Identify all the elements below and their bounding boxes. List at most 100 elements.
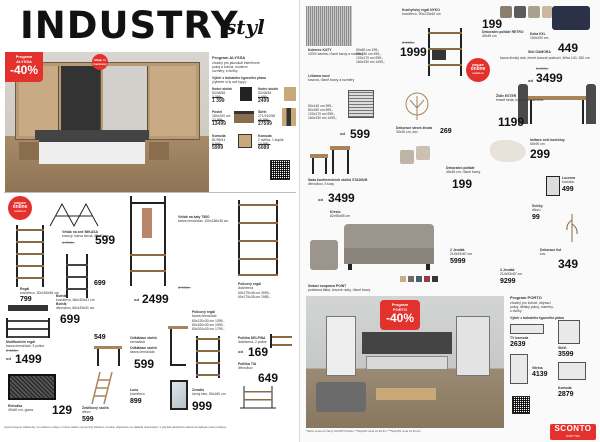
porto-sk-name: Skříň [558, 346, 567, 350]
deka-image [552, 6, 590, 30]
kuchynsky-price: 1999 [400, 45, 427, 59]
porto-tv-price: 2639 [510, 341, 526, 348]
zebrik-image [90, 372, 114, 404]
delfina-prefix: od [238, 349, 243, 354]
stolky-set-prefix: od [340, 131, 345, 136]
dekor-polstar-desc: 45x45 cm [482, 34, 497, 38]
postel-old: 22 999,- [212, 118, 225, 122]
skrin-image [282, 108, 296, 126]
imitace-kuze-desc: 60x90 cm [530, 142, 545, 146]
porto-tag-discount: -40% [385, 311, 414, 325]
postel-dims: 180x200 cm [212, 114, 231, 118]
porto-tag-line2: PORTO [392, 307, 408, 312]
skrin-old: 45 999,- [258, 118, 271, 122]
vesak-stojan-prefix: od [134, 297, 139, 302]
lezak-desc: kovová, různé barvy a rozměry [308, 78, 355, 82]
porto-qr-code[interactable] [512, 396, 530, 414]
policovy2-name: Policový regál [192, 310, 215, 314]
porto-text-1: vhodný pro ložnici, obývací [510, 301, 551, 305]
skrin-name: Skříň [258, 110, 267, 114]
alyssa-qr-code[interactable] [270, 160, 290, 180]
imitace-kuze-name: Imitace ovčí kožešiny [530, 138, 565, 142]
porto-tag: Program PORTO -40% [380, 300, 420, 330]
alyssa-item1-title: Výběr z bohatého typového plánu [212, 76, 267, 80]
dekor-list-name: Dekorace list [540, 248, 562, 252]
polstar-images [500, 6, 552, 20]
noc1-name: Noční stolek [212, 87, 233, 91]
kresla-price: 3499 [328, 191, 355, 205]
jidelni-stul-old: 5 999,- [536, 66, 549, 71]
dekor-polstar-price: 199 [482, 17, 503, 31]
lezak-image [348, 90, 374, 118]
lucerna-desc: kov/sklo [562, 180, 575, 184]
odkladaci-desc: černá/dub [130, 340, 146, 344]
kresla-prefix: od [318, 197, 323, 202]
vesak-stojan-desc: barva černá/dub, 100x186x35 cm [178, 219, 229, 223]
tia-desc: dřevo/kov [238, 366, 253, 370]
zidle-price: 1199 [498, 115, 525, 129]
lucerna-price: 499 [562, 186, 574, 193]
luna-price: 899 [130, 398, 142, 405]
policovy-right-line1: 60x175x36 cm 4999,- [238, 291, 271, 295]
stolky-set-image [310, 146, 360, 174]
vesak-desc: kovový, barva černá, 60x62 cm [62, 234, 109, 238]
strom-image [404, 92, 430, 122]
multifunk-image [6, 318, 50, 338]
botnik-desc: kov/dřevo, 66x183x31 cm [56, 298, 95, 302]
vesak-stojan-name: Věšák na šaty TIBO [178, 215, 210, 219]
alyssa-tag-line1: Program [15, 54, 33, 59]
vesak-stojan-old: 3 999,- [178, 285, 191, 290]
porto-item-title: Výběr z bohatého typového plánu [510, 316, 565, 320]
noc1-image [240, 87, 252, 101]
alyssa-tag-line2: ALYSSA [16, 59, 32, 64]
kuchynsky-image [428, 28, 462, 76]
imitace-kuze-price: 299 [530, 147, 551, 161]
odkladaci-price: 549 [94, 334, 106, 341]
color-swatches[interactable] [400, 276, 440, 282]
deka-price: 449 [558, 41, 579, 55]
jidelni-stul-name: Stůl GAMORA [528, 50, 551, 54]
divider-left [4, 192, 296, 193]
lezak-line3: 120x170 cm 999,- [308, 112, 336, 116]
koberec-image [306, 6, 352, 46]
odkladaci-name: Odkládací stolek [130, 336, 157, 340]
policovy-right-name: Policový regál [238, 282, 261, 286]
sconto-logo[interactable]: SCONTO NÁBYTEK [550, 424, 596, 440]
policovy2-desc: barva černá/dub [192, 314, 217, 318]
dekor-polstar2-name: Dekorační polštář [446, 166, 475, 170]
zidle-desc: tmavě šedá, kovová konstrukce [496, 98, 544, 102]
botnik2-image [66, 254, 88, 298]
postel-image [234, 111, 254, 123]
lezak-name: Lékárna nové [308, 74, 330, 78]
botnik2-name: Botník [56, 302, 67, 306]
dekor-list-image [564, 212, 580, 242]
regal-desc: kov/dřevo, 30x165x36 cm [20, 291, 59, 295]
noc2-dims: 52/48/36 [258, 91, 272, 95]
right-footer: *Akční cena pro členy SCONTO Klubu. **Ne… [306, 430, 506, 440]
vesak-stojan-image [128, 196, 168, 286]
souprava-name: Sedací souprava POINT [308, 284, 347, 288]
multifunk-old: 2 599,- [6, 348, 19, 353]
svicky-price: 99 [532, 214, 540, 221]
komoda1-image [238, 134, 252, 148]
stolky-set-name: Sada konferenčních stolků STADIUM [308, 178, 368, 182]
pouze-online-badge-2: pouze online sconto.cz [466, 58, 490, 82]
delfina-price: 169 [248, 345, 269, 359]
sconto-logo-text: SCONTO [554, 424, 592, 433]
policovy-right-desc: dub/černá [238, 286, 254, 290]
lezak-line2: 80x150 cm 599,- [308, 108, 334, 112]
botnik2-price: 699 [60, 312, 81, 326]
noc1-dims: 52/48/36 [212, 91, 226, 95]
rohozka-price: 129 [52, 403, 73, 417]
odkladaci2-image [168, 326, 188, 366]
alyssa-text-2: pokoj a ložnici, moderní [212, 65, 248, 69]
lucerna-image [546, 176, 560, 196]
lezak-line4: 160x230 cm 1499,- [308, 116, 338, 120]
rohozka-image [8, 374, 56, 400]
koberec-name: Koberec KATY [308, 48, 332, 52]
multifunk-prefix: od [6, 356, 11, 361]
made-in-germany-badge: Made in Germany [92, 54, 108, 70]
multifunk-desc: barva černá/dub, 3 police [6, 344, 45, 348]
vesak-price: 599 [95, 233, 116, 247]
kuchynsky-desc: kov/dřevo, 90x133x40 cm [402, 12, 441, 16]
